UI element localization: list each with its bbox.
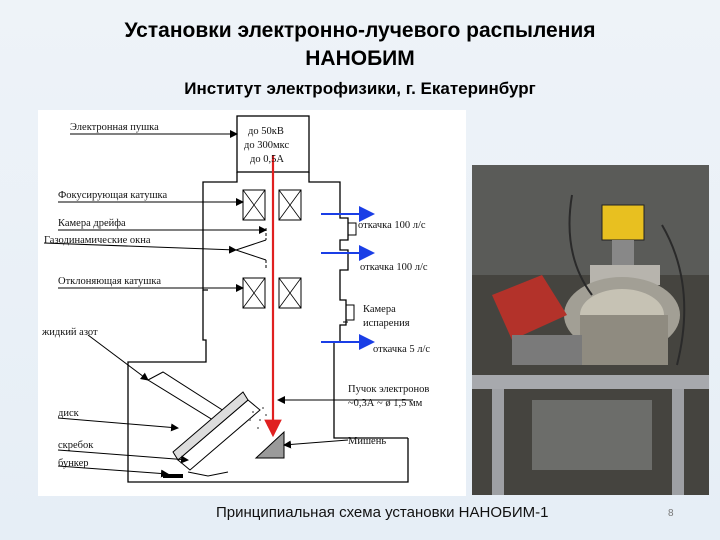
- label-gas-windows: Газодинамические окна: [44, 235, 151, 246]
- label-beam-params: ~0,3А ~ ø 1,5 мм: [348, 398, 423, 409]
- figure-caption: Принципиальная схема установки НАНОБИМ-1: [216, 504, 549, 521]
- label-spec-current: до 0,5А: [250, 154, 284, 165]
- label-pump-3: откачка 5 л/с: [373, 344, 430, 355]
- label-pump-2: откачка 100 л/с: [360, 262, 428, 273]
- schematic-diagram: Электронная пушка до 50кВ до 300мкс до 0…: [38, 110, 466, 496]
- slide-title: Установки электронно-лучевого распыления: [124, 19, 596, 42]
- target-icon: [254, 430, 285, 459]
- label-electron-gun: Электронная пушка: [70, 122, 159, 133]
- label-target: Мишень: [348, 436, 386, 447]
- gas-window-left: [235, 239, 267, 261]
- slide-subtitle: Институт электрофизики, г. Екатеринбург: [184, 79, 536, 98]
- label-spec-duration: до 300мкс: [244, 140, 289, 151]
- label-drift-chamber: Камера дрейфа: [58, 218, 126, 229]
- label-beam: Пучок электронов: [348, 384, 429, 395]
- apparatus-photo: [472, 165, 709, 495]
- label-bunker: бункер: [58, 458, 89, 469]
- focusing-coil: [242, 189, 302, 221]
- page-number: 8: [668, 508, 674, 519]
- label-spec-voltage: до 50кВ: [248, 126, 284, 137]
- label-evap-chamber-2: испарения: [363, 318, 410, 329]
- label-pump-1: откачка 100 л/с: [358, 220, 426, 231]
- label-disk: диск: [58, 408, 80, 419]
- deflecting-coil: [242, 277, 302, 309]
- label-evap-chamber: Камера: [363, 304, 396, 315]
- label-liquid-nitrogen: жидкий азот: [41, 327, 98, 338]
- label-deflecting-coil: Отклоняющая катушка: [58, 276, 161, 287]
- label-scraper: скребок: [58, 440, 94, 451]
- slide-title-line2: НАНОБИМ: [305, 47, 415, 70]
- label-focusing-coil: Фокусирующая катушка: [58, 190, 167, 201]
- chamber-outline-top: [202, 172, 238, 291]
